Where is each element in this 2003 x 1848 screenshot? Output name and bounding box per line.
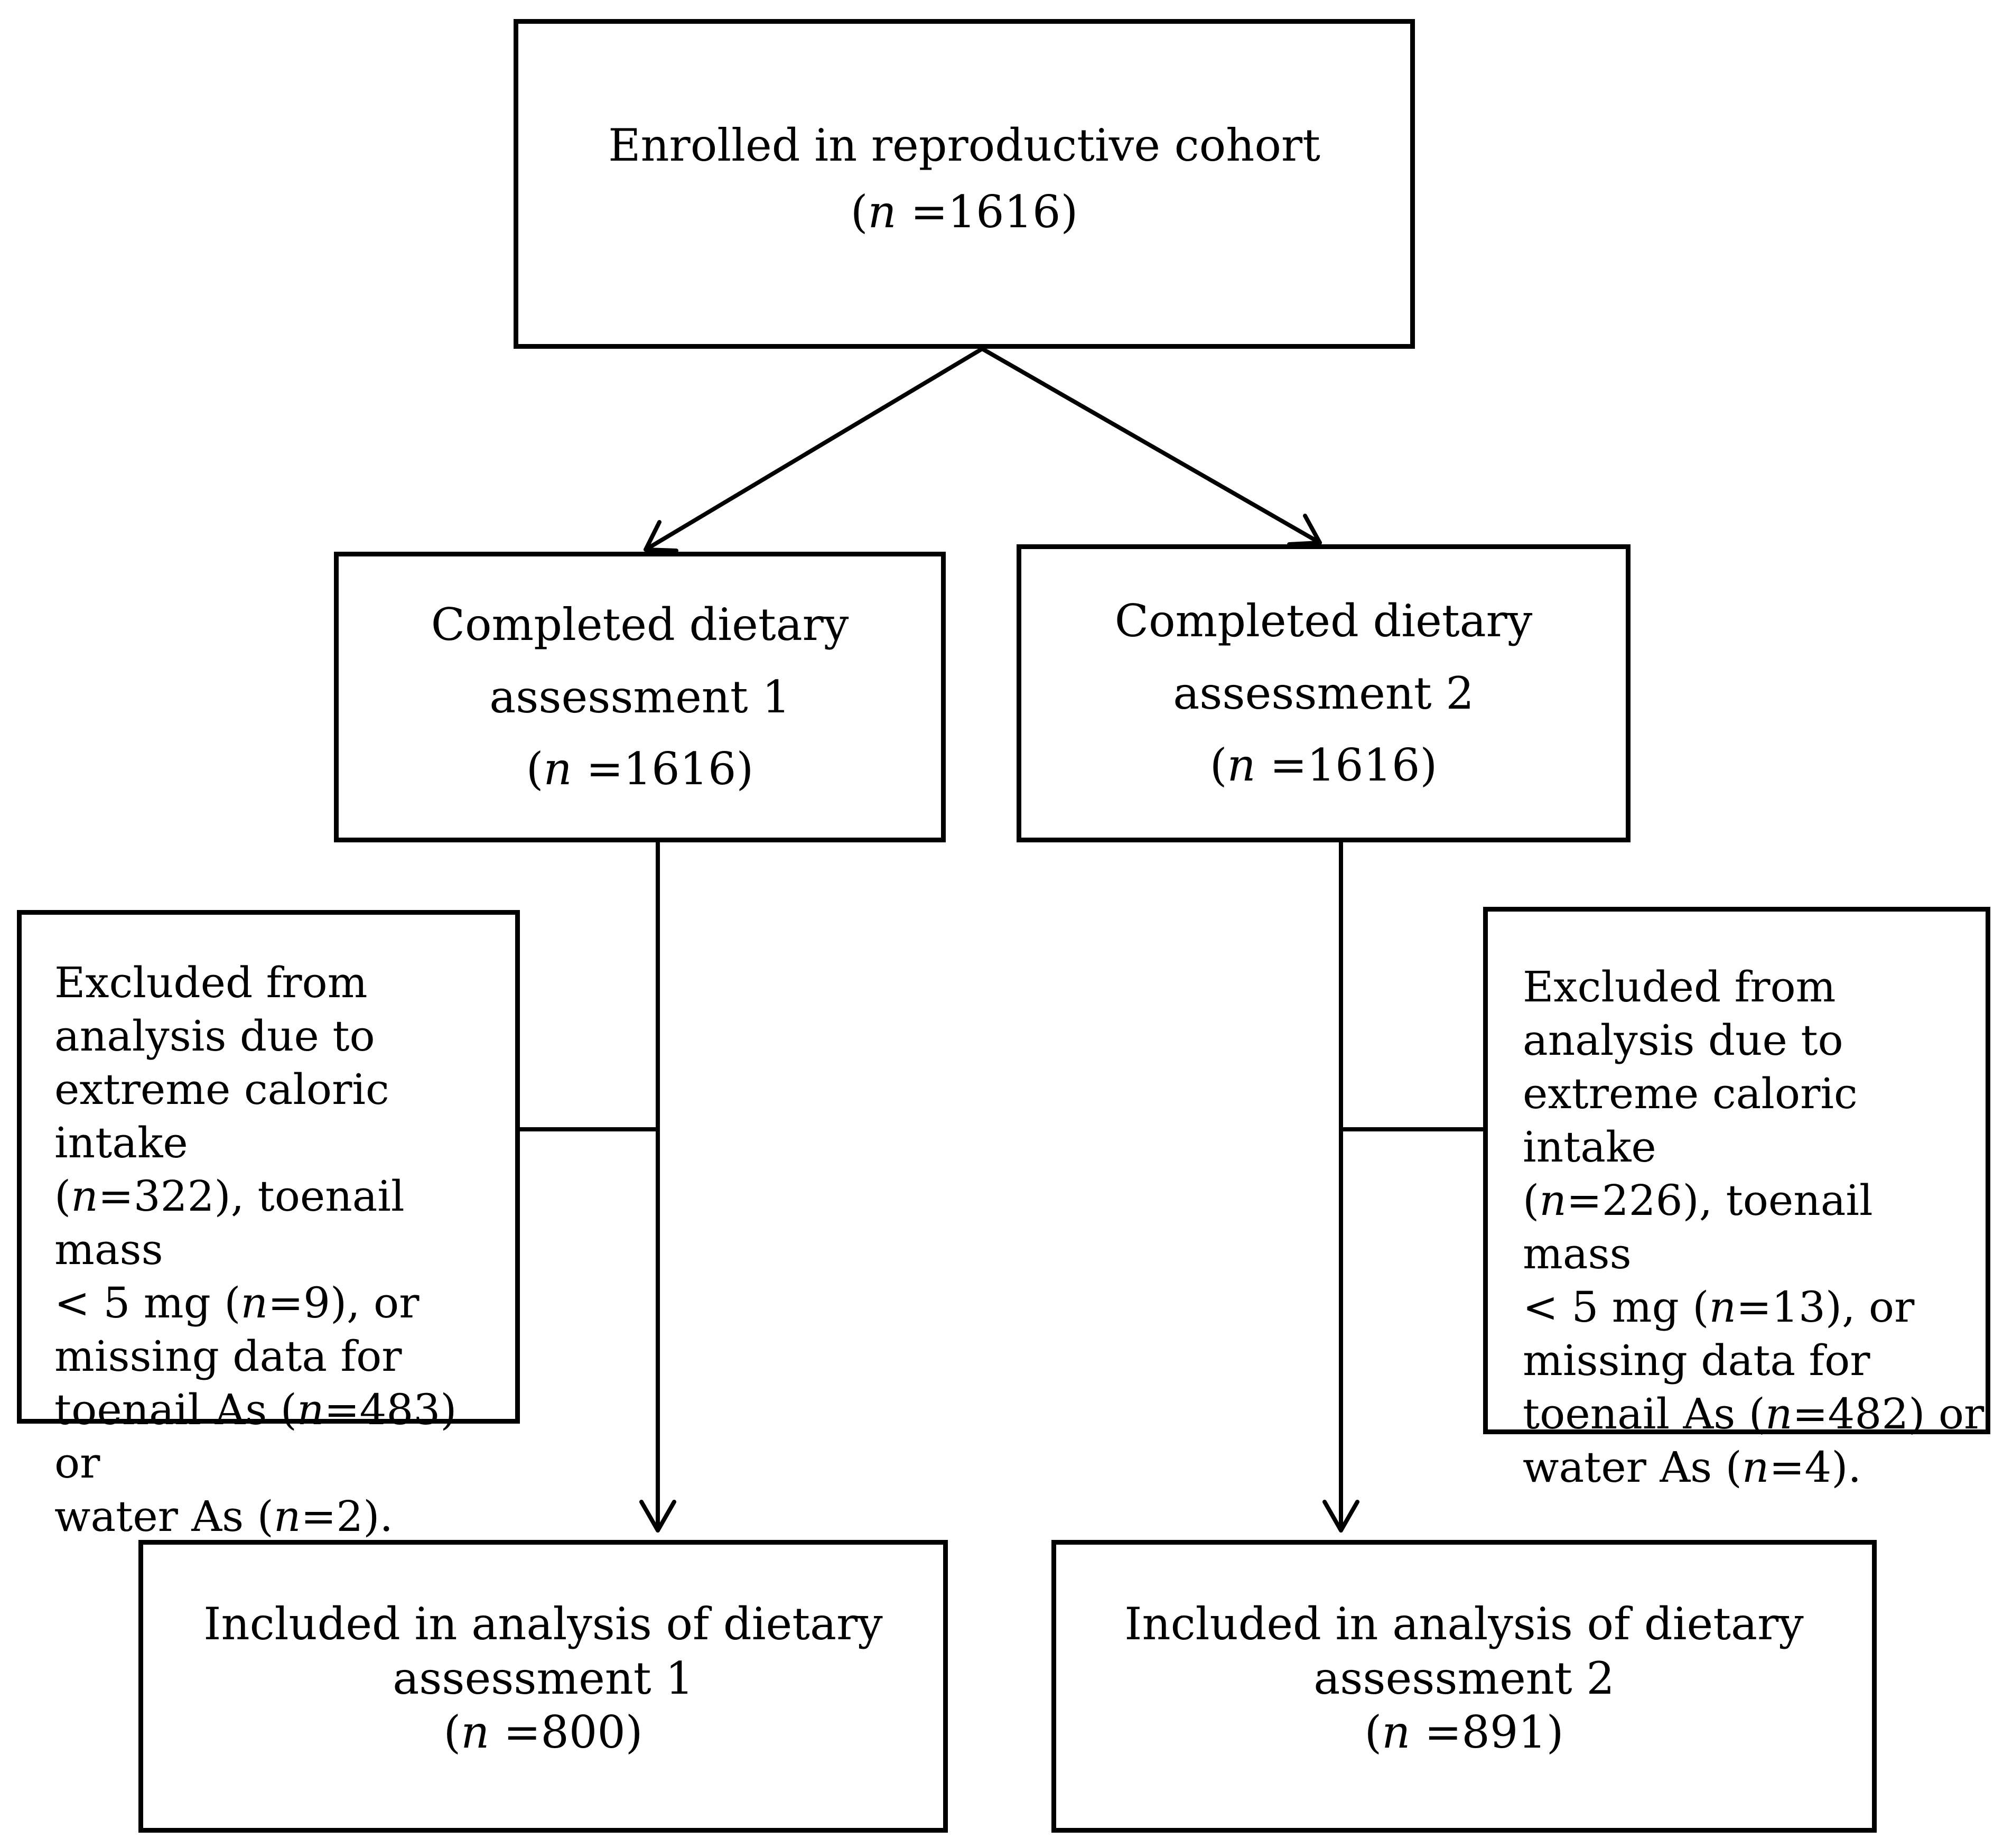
excluded-1-line-6: missing data for	[54, 1332, 402, 1381]
excluded-2-box: Excluded from analysis due to extreme ca…	[1483, 907, 1990, 1492]
excluded-1-line-3: extreme caloric intake	[54, 1065, 389, 1167]
excluded-2-line-3: extreme caloric intake	[1523, 1069, 1858, 1172]
assessment-2-line-1: Completed dietary	[1114, 595, 1533, 647]
arrowhead-included-2	[1322, 1500, 1359, 1533]
arrowhead-assessment-2	[1287, 514, 1322, 546]
excluded-1-line-8: water As (n=2).	[54, 1492, 393, 1541]
assessment-2-count: (n =1616)	[1209, 739, 1438, 792]
assessment-2-box: Completed dietary assessment 2 (n =1616)	[1017, 544, 1631, 842]
arrowhead-included-1	[639, 1500, 676, 1533]
excluded-1-line-5: < 5 mg (n=9), or	[54, 1278, 420, 1327]
assessment-1-count: (n =1616)	[526, 743, 754, 795]
excluded-2-line-6: missing data for	[1523, 1336, 1870, 1385]
assessment-2-line-2: assessment 2	[1173, 667, 1474, 719]
excluded-2-line-7: toenail As (n=482) or	[1523, 1389, 1985, 1438]
enrolled-label: Enrolled in reproductive cohort	[608, 119, 1320, 171]
enrolled-box: Enrolled in reproductive cohort (n =1616…	[514, 19, 1415, 349]
included-1-count: (n =800)	[443, 1706, 643, 1759]
included-1-line-2: assessment 1	[393, 1652, 694, 1704]
assessment-1-line-2: assessment 1	[489, 671, 790, 723]
assessment-1-box: Completed dietary assessment 1 (n =1616)	[334, 552, 946, 842]
excluded-1-line-4: (n=322), toenail mass	[54, 1172, 405, 1274]
excluded-2-line-4: (n=226), toenail mass	[1523, 1176, 1873, 1278]
arrow-enrolled-to-assessment-1	[644, 347, 984, 552]
arrow-enrolled-to-assessment-2	[980, 347, 1322, 545]
excluded-2-line-5: < 5 mg (n=13), or	[1523, 1283, 1915, 1332]
included-1-line-1: Included in analysis of dietary	[203, 1598, 883, 1650]
excluded-1-line-7: toenail As (n=483) or	[54, 1385, 457, 1488]
assessment-1-line-1: Completed dietary	[431, 598, 849, 651]
included-2-box: Included in analysis of dietary assessme…	[1051, 1540, 1877, 1833]
arrowhead-assessment-1	[644, 520, 678, 553]
enrolled-count: (n =1616)	[850, 186, 1078, 238]
excluded-1-box: Excluded from analysis due to extreme ca…	[17, 910, 520, 1541]
included-2-count: (n =891)	[1364, 1706, 1564, 1759]
excluded-1-line-1: Excluded from	[54, 958, 368, 1007]
included-1-box: Included in analysis of dietary assessme…	[138, 1540, 948, 1833]
excluded-2-line-2: analysis due to	[1523, 1016, 1843, 1065]
excluded-2-line-8: water As (n=4).	[1523, 1443, 1861, 1492]
excluded-2-line-1: Excluded from	[1523, 962, 1836, 1011]
excluded-1-line-2: analysis due to	[54, 1011, 375, 1061]
included-2-line-1: Included in analysis of dietary	[1124, 1598, 1804, 1650]
included-2-line-2: assessment 2	[1313, 1652, 1615, 1704]
